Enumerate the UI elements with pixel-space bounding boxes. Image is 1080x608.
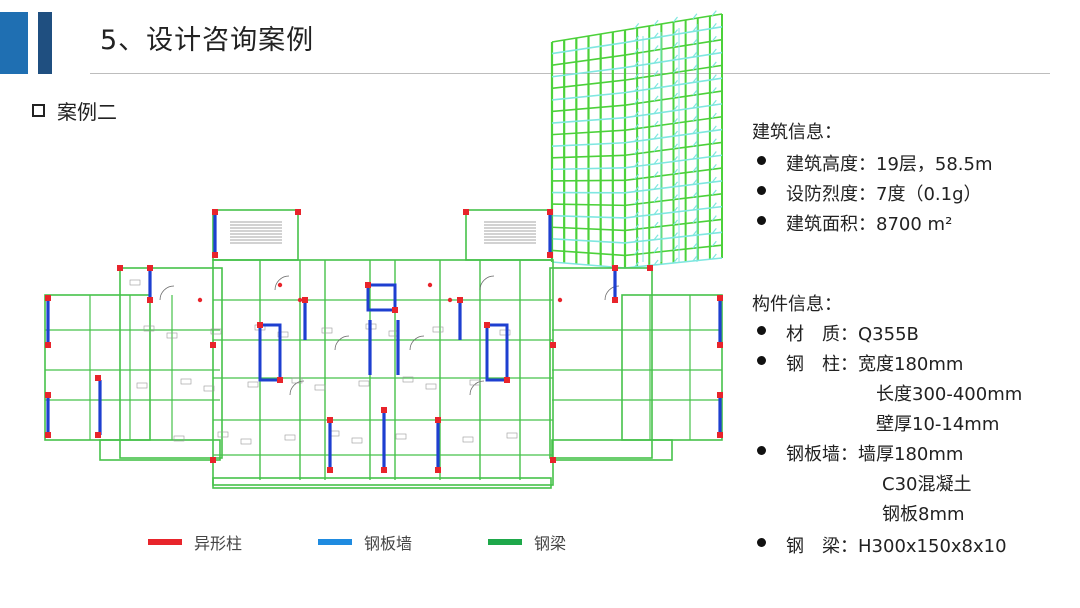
component-material-item: 材 质：Q355B [752,320,919,346]
component-column-line: 长度300-400mm [876,384,1023,405]
header-divider [90,73,1050,74]
square-bullet-icon [32,104,45,117]
page-title: 5、设计咨询案例 [100,25,315,56]
component-wall-line: C30混凝土 [882,474,972,495]
building-info-item: 建筑高度：19层，58.5m [752,150,993,176]
legend-item: 钢板墙 [318,530,412,554]
legend-item: 异形柱 [148,530,242,554]
bullet-icon [757,538,766,547]
component-wall-item: 钢板墙： 墙厚180mm [752,440,963,466]
building-info-item: 设防烈度：7度（0.1g） [752,180,982,206]
header-accent-bar-small [38,12,52,74]
component-column-item: 钢 柱： 宽度180mm [752,350,963,376]
bullet-icon [757,446,766,455]
legend-swatch [488,539,522,545]
building-info-heading: 建筑信息： [752,122,842,143]
bullet-icon [757,186,766,195]
legend-swatch [148,539,182,545]
section-label: 案例二 [57,100,117,124]
component-info-heading: 构件信息： [752,294,842,315]
bullet-icon [757,156,766,165]
component-beam-item: 钢 梁：H300x150x8x10 [752,532,1007,558]
bullet-icon [757,326,766,335]
bullet-icon [757,216,766,225]
legend-item: 钢梁 [488,530,566,554]
component-column-line: 壁厚10-14mm [876,414,1000,435]
header-accent-bar-large [0,12,28,74]
legend-swatch [318,539,352,545]
building-info-item: 建筑面积：8700 m² [752,210,952,236]
section-heading: 案例二 [32,96,117,125]
bullet-icon [757,356,766,365]
component-wall-line: 钢板8mm [882,504,965,525]
